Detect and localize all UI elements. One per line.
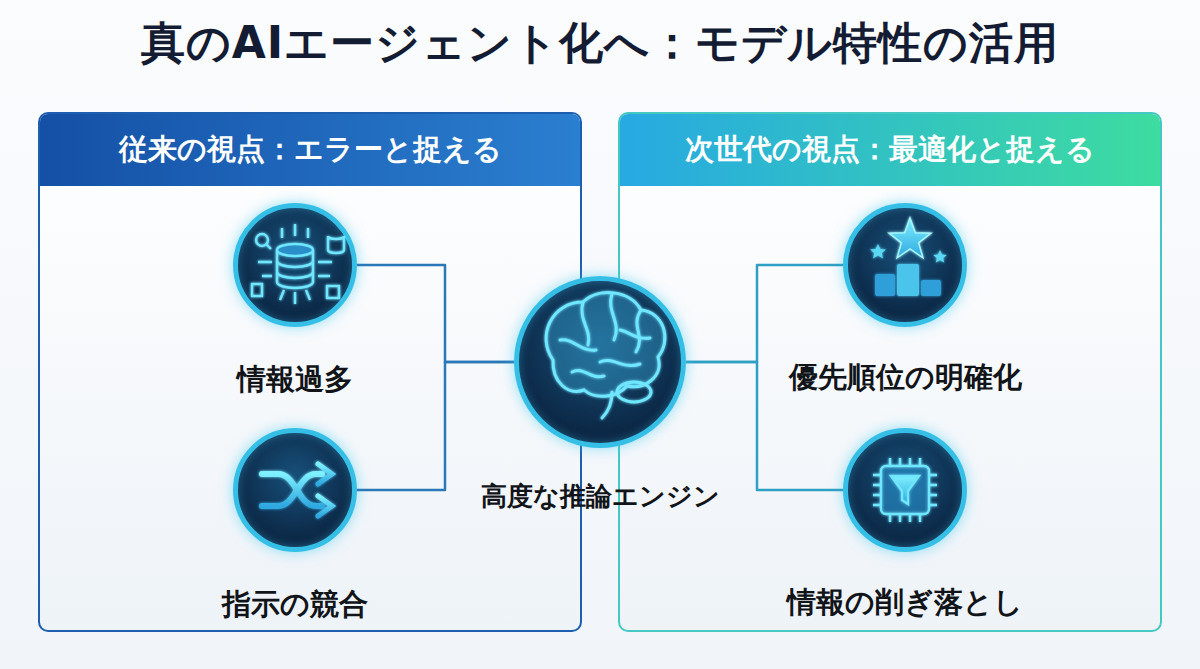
circle-label: 優先順位の明確化 [789, 358, 1022, 398]
view-panel: 次世代の視点：最適化と捉える優先順位の明確化情報の削ぎ落とし [618, 112, 1162, 632]
icon-circle: 情報過多 [233, 203, 357, 327]
icon-circle: 指示の競合 [233, 428, 357, 552]
panel-header: 次世代の視点：最適化と捉える [620, 114, 1160, 186]
icon-circle: 優先順位の明確化 [843, 203, 967, 327]
diagram-title: 真のAIエージェント化へ：モデル特性の活用 [0, 14, 1200, 73]
panel-header: 従来の視点：エラーと捉える [40, 114, 580, 186]
icon-circle: 情報の削ぎ落とし [843, 428, 967, 552]
circle-label: 情報過多 [237, 360, 353, 400]
icon-circle: 高度な推論エンジン [514, 276, 686, 448]
view-panel: 従来の視点：エラーと捉える情報過多指示の競合 [38, 112, 582, 632]
circle-label: 情報の削ぎ落とし [787, 583, 1023, 623]
circle-label: 指示の競合 [222, 585, 368, 625]
circle-label: 高度な推論エンジン [481, 479, 720, 514]
